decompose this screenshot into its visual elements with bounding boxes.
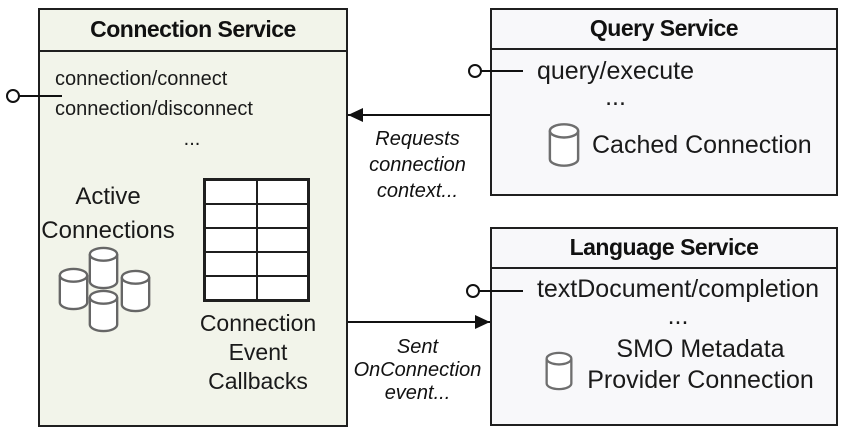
lollipop-interface-icon: [468, 64, 482, 78]
sent-line1: Sent: [396, 336, 439, 358]
lollipop-interface-icon: [6, 89, 20, 103]
connection-service-title: Connection Service: [40, 10, 346, 52]
ellipsis-label: ...: [667, 302, 689, 330]
requests-line1: Requests: [375, 128, 460, 150]
lollipop-line: [19, 95, 62, 97]
endpoint-query-execute: query/execute: [536, 57, 695, 85]
sent-arrow-line: [348, 321, 490, 323]
sent-line2: OnConnection: [353, 359, 482, 381]
cached-connection-label: Cached Connection: [592, 131, 812, 159]
arrowhead-right-icon: [475, 315, 490, 329]
database-icon: [548, 123, 580, 167]
requests-line3: context...: [376, 180, 459, 202]
database-cylinder-icon: [58, 267, 89, 311]
active-connections-line1: Active: [75, 183, 141, 210]
table-cell: [205, 180, 257, 204]
lollipop-interface-icon: [466, 284, 480, 298]
table-cell: [205, 204, 257, 228]
smo-metadata-label: SMO Metadata Provider Connection: [578, 334, 823, 396]
callbacks-line3: Callbacks: [208, 368, 308, 394]
table-cell: [256, 228, 308, 252]
sent-line3: event...: [384, 382, 451, 404]
sent-annotation: Sent OnConnection event...: [347, 336, 488, 405]
endpoint-textdocument-completion: textDocument/completion: [536, 275, 820, 303]
callbacks-line1: Connection: [199, 310, 317, 336]
endpoint-connection-disconnect: connection/disconnect: [55, 98, 253, 120]
query-endpoints: query/execute ...: [533, 58, 698, 110]
requests-annotation: Requests connection context...: [347, 126, 488, 204]
smo-line1: SMO Metadata: [616, 335, 785, 363]
database-icon: [545, 351, 573, 391]
callbacks-line2: Event: [228, 339, 288, 365]
requests-line2: connection: [369, 154, 466, 176]
language-service-title: Language Service: [492, 229, 836, 269]
database-cluster-icon: [58, 246, 151, 333]
lollipop-line: [481, 70, 523, 72]
lollipop-line: [479, 290, 523, 292]
table-cell: [256, 276, 308, 300]
connection-event-callbacks-label: Connection Event Callbacks: [185, 309, 331, 396]
table-cell: [256, 204, 308, 228]
connection-endpoints: connection/connect connection/disconnect…: [40, 64, 344, 154]
table-cell: [205, 276, 257, 300]
smo-line2: Provider Connection: [587, 366, 814, 394]
table-cell: [205, 228, 257, 252]
query-service-title: Query Service: [492, 10, 836, 50]
database-cylinder-icon: [88, 246, 119, 290]
table-cell: [256, 180, 308, 204]
table-cell: [205, 252, 257, 276]
active-connections-label: Active Connections: [38, 180, 178, 248]
endpoint-connection-connect: connection/connect: [55, 68, 228, 90]
ellipsis-label: ...: [605, 83, 626, 111]
language-endpoints: textDocument/completion ...: [530, 276, 826, 330]
requests-arrow-line: [348, 114, 490, 116]
arrowhead-left-icon: [348, 108, 363, 122]
callbacks-table: [203, 178, 310, 302]
table-cell: [256, 252, 308, 276]
language-service-box: Language Service: [490, 227, 838, 426]
database-cylinder-icon: [120, 269, 151, 313]
database-cylinder-icon: [88, 289, 119, 333]
ellipsis-label: ...: [183, 128, 201, 150]
query-service-box: Query Service: [490, 8, 838, 196]
active-connections-line2: Connections: [41, 217, 175, 244]
